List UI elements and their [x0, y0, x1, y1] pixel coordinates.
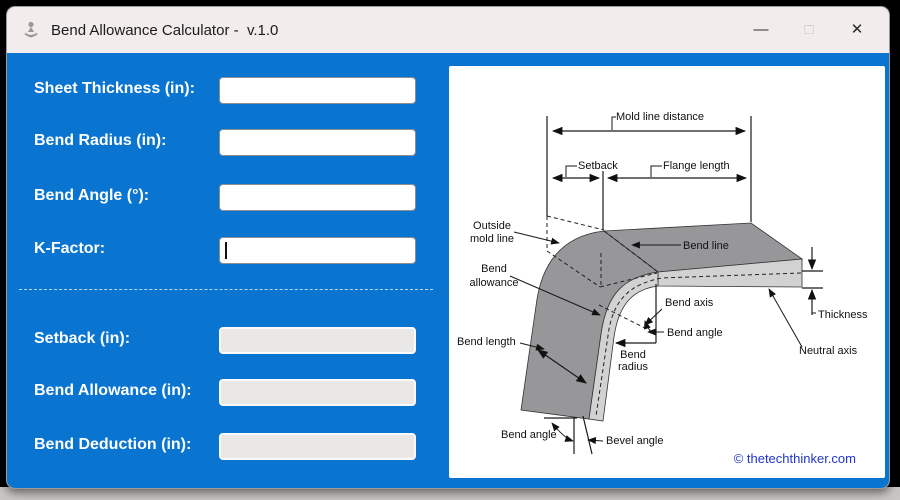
label-k-factor: K-Factor: [34, 240, 106, 257]
desktop-strip [0, 487, 900, 500]
svg-text:Bevel angle: Bevel angle [606, 435, 664, 447]
close-button[interactable]: ✕ [850, 21, 864, 38]
svg-text:mold line: mold line [470, 233, 514, 245]
neutral-axis-line [595, 272, 802, 417]
svg-text:Setback: Setback [578, 160, 618, 172]
svg-text:Bend length: Bend length [457, 336, 516, 348]
label-bend-angle: Bend Angle (°): [34, 187, 150, 204]
label-bend-angle-middle: Bend angle [643, 320, 723, 339]
extension-lines [546, 116, 752, 230]
label-bend-radius: Bend radius [614, 284, 657, 373]
label-outside-mold-line: Outside mold line [470, 220, 560, 245]
construction-lines [546, 215, 802, 417]
svg-text:Neutral axis: Neutral axis [799, 345, 858, 357]
dimension-thickness: Thickness [802, 247, 868, 321]
svg-text:Thickness: Thickness [818, 309, 868, 321]
svg-text:Bend axis: Bend axis [665, 297, 714, 309]
bend-radius-input[interactable] [219, 129, 416, 156]
sheet-thickness-input[interactable] [219, 77, 416, 104]
window-controls: — □ ✕ [737, 7, 889, 53]
text-cursor [225, 242, 227, 259]
app-icon [24, 21, 38, 38]
svg-text:radius: radius [618, 361, 648, 373]
svg-text:Bend: Bend [620, 349, 646, 361]
svg-text:Bend angle: Bend angle [667, 327, 723, 339]
form-divider [19, 289, 433, 290]
label-bend-axis: Bend axis [644, 297, 714, 326]
label-neutral-axis: Neutral axis [768, 288, 858, 357]
svg-text:Mold line distance: Mold line distance [616, 111, 704, 123]
bend-angle-input[interactable] [219, 184, 416, 211]
minimize-button[interactable]: — [753, 21, 769, 38]
sheet-body [520, 222, 804, 422]
window-title: Bend Allowance Calculator - v.1.0 [51, 21, 279, 39]
label-bend-allowance: Bend allowance [470, 263, 601, 316]
label-bend-line: Bend line [631, 240, 729, 252]
bend-allowance-output [219, 379, 416, 406]
svg-text:allowance: allowance [470, 277, 519, 289]
svg-text:Flange length: Flange length [663, 160, 730, 172]
label-bend-deduction: Bend Deduction (in): [34, 436, 192, 453]
label-bend-allowance: Bend Allowance (in): [34, 382, 192, 399]
app-window: Bend Allowance Calculator - v.1.0 — □ ✕ … [6, 6, 890, 489]
bend-diagram: Mold line distance Setback Flange length… [457, 111, 868, 466]
label-bend-length: Bend length [457, 336, 587, 384]
app-body: Sheet Thickness (in): Bend Radius (in): … [7, 53, 889, 488]
maximize-button[interactable]: □ [804, 21, 814, 38]
dimension-setback: Setback [551, 160, 618, 183]
svg-text:Bend: Bend [481, 263, 507, 275]
bend-deduction-output [219, 433, 416, 460]
label-bend-radius: Bend Radius (in): [34, 132, 167, 149]
titlebar: Bend Allowance Calculator - v.1.0 — □ ✕ [7, 7, 889, 53]
label-sheet-thickness: Sheet Thickness (in): [34, 80, 195, 97]
label-setback: Setback (in): [34, 330, 131, 347]
svg-text:Outside: Outside [473, 220, 511, 232]
setback-output [219, 327, 416, 354]
k-factor-input[interactable] [219, 237, 416, 264]
credit-text: © thetechthinker.com [734, 451, 856, 466]
svg-text:Bend angle: Bend angle [501, 429, 557, 441]
dimension-flange-length: Flange length [606, 160, 748, 183]
dimension-mold-line-distance: Mold line distance [551, 111, 747, 136]
diagram-panel: Mold line distance Setback Flange length… [449, 66, 885, 478]
bottom-angle-construction: Bend angle Bevel angle [501, 415, 664, 455]
svg-text:Bend line: Bend line [683, 240, 729, 252]
